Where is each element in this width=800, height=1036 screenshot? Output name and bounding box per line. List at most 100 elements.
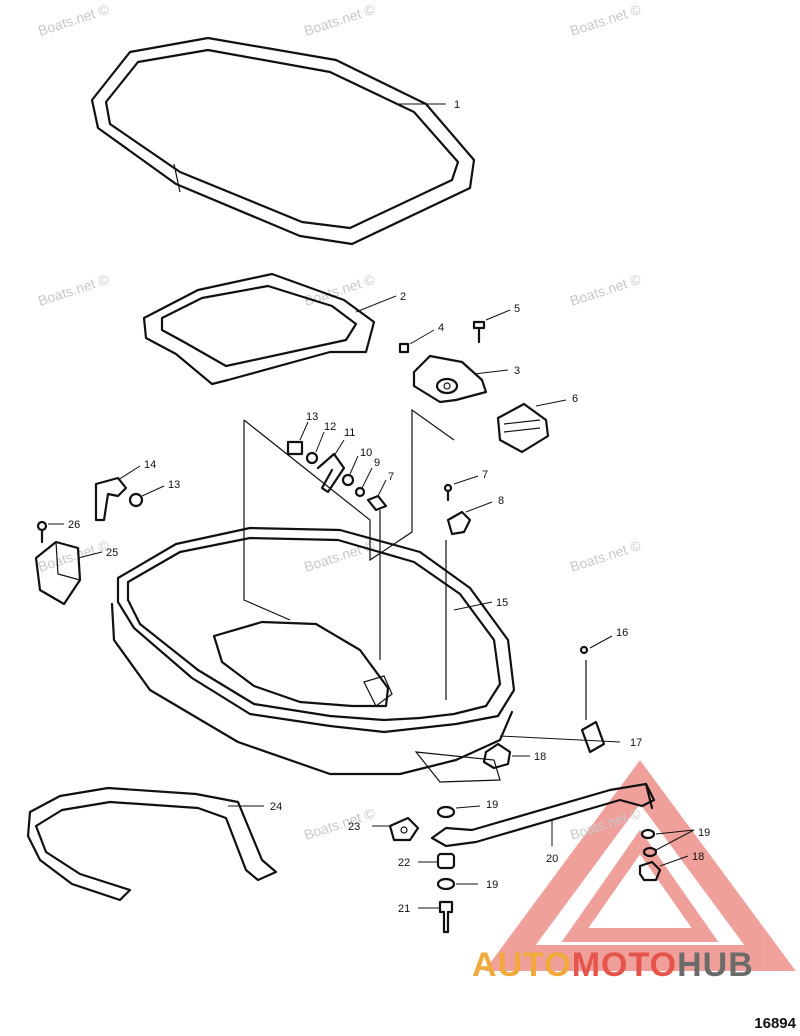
leader-line [117, 465, 141, 481]
watermark: Boats.net © [36, 1, 111, 39]
callout-19: 19 [486, 799, 498, 811]
leader-line [355, 295, 397, 313]
callout-15: 15 [496, 597, 508, 609]
callout-18: 18 [534, 751, 546, 763]
part-13-nut [286, 440, 304, 456]
logo-text-hub: HUB [677, 946, 754, 984]
callout-7: 7 [482, 469, 488, 481]
part-1-top-seal [90, 36, 476, 246]
callout-26: 26 [68, 519, 80, 531]
callout-labels: 1 2 3 4 5 6 7 7 8 9 10 11 12 13 13 14 15… [68, 99, 710, 915]
part-23-grommet [388, 816, 420, 842]
callout-1: 1 [454, 99, 460, 111]
callout-13: 13 [168, 479, 180, 491]
leader-line [361, 467, 373, 489]
part-2-seal-frame [142, 272, 376, 386]
part-6-grommet [496, 402, 550, 454]
assembly-guide-lines [243, 408, 587, 720]
part-22-spacer [436, 852, 456, 870]
part-4-screw [398, 342, 410, 354]
leader-line [659, 855, 689, 867]
hardware-stack-right [638, 828, 662, 882]
callout-8: 8 [498, 495, 504, 507]
part-26-screw [36, 520, 48, 544]
callout-20: 20 [546, 853, 558, 865]
part-21-bolt [438, 900, 454, 934]
leader-line [473, 369, 509, 375]
part-19-washer [436, 805, 456, 819]
part-5-screw [472, 320, 486, 344]
part-3-bracket [412, 354, 488, 404]
leader-line [455, 805, 481, 809]
part-20-link-rod [430, 782, 656, 848]
part-25-cap [34, 540, 82, 606]
callout-17: 17 [630, 737, 642, 749]
callout-9: 9 [374, 457, 380, 469]
watermark: Boats.net © [568, 271, 643, 309]
leader-line [77, 551, 103, 559]
figure-number: 16894 [754, 1015, 796, 1032]
leader-line [655, 829, 695, 835]
leader-line [589, 635, 613, 649]
leader-line [453, 475, 479, 485]
callout-13: 13 [306, 411, 318, 423]
part-9-washer [354, 486, 366, 498]
callout-3: 3 [514, 365, 520, 377]
leader-line [485, 309, 511, 321]
part-12-washer [305, 451, 319, 465]
callout-19: 19 [486, 879, 498, 891]
part-7-screw-b [443, 483, 453, 502]
part-10-washer [341, 473, 355, 487]
part-16-screw [579, 645, 589, 655]
leader-line [453, 601, 493, 611]
callout-12: 12 [324, 421, 336, 433]
leader-line [655, 829, 695, 851]
callout-19: 19 [698, 827, 710, 839]
watermark: Boats.net © [36, 271, 111, 309]
leader-line [499, 735, 621, 743]
callout-23: 23 [348, 821, 360, 833]
leader-line [535, 399, 567, 407]
part-13-nut-b [128, 492, 144, 508]
part-15-bottom-cowl [110, 526, 516, 783]
callout-10: 10 [360, 447, 372, 459]
part-17-clip [580, 720, 606, 754]
callout-24: 24 [270, 801, 282, 813]
callout-21: 21 [398, 903, 410, 915]
leader-line [409, 329, 435, 345]
automotohub-logo: AUTOMOTOHUB [472, 946, 754, 985]
callout-4: 4 [438, 322, 444, 334]
leader-line [141, 485, 165, 497]
watermark: Boats.net © [302, 537, 377, 575]
leader-line [315, 431, 325, 453]
part-11-clip [316, 452, 346, 494]
watermark: Boats.net © [36, 537, 111, 575]
watermark: Boats.net © [568, 1, 643, 39]
watermark: Boats.net © [302, 805, 377, 843]
callout-2: 2 [400, 291, 406, 303]
part-18-nut [482, 742, 512, 770]
leader-line [333, 439, 345, 457]
part-7-screw [366, 494, 388, 512]
logo-text-auto: AUTO [472, 946, 572, 984]
callout-18: 18 [692, 851, 704, 863]
callout-22: 22 [398, 857, 410, 869]
part-19-washer-b [436, 877, 456, 891]
callout-7: 7 [388, 471, 394, 483]
leader-line [377, 479, 387, 497]
callout-14: 14 [144, 459, 156, 471]
leader-line [299, 421, 309, 441]
watermark: Boats.net © [568, 537, 643, 575]
watermark: Boats.net © [302, 1, 377, 39]
hardware-group [286, 440, 388, 512]
hardware-stack [436, 805, 456, 934]
leader-line [349, 455, 359, 475]
callout-11: 11 [344, 427, 355, 439]
part-24-tube [26, 786, 278, 902]
callout-5: 5 [514, 303, 520, 315]
automotohub-logo-triangle [484, 760, 796, 971]
callout-16: 16 [616, 627, 628, 639]
part-14-latch [94, 476, 128, 522]
leader-line [465, 501, 493, 513]
